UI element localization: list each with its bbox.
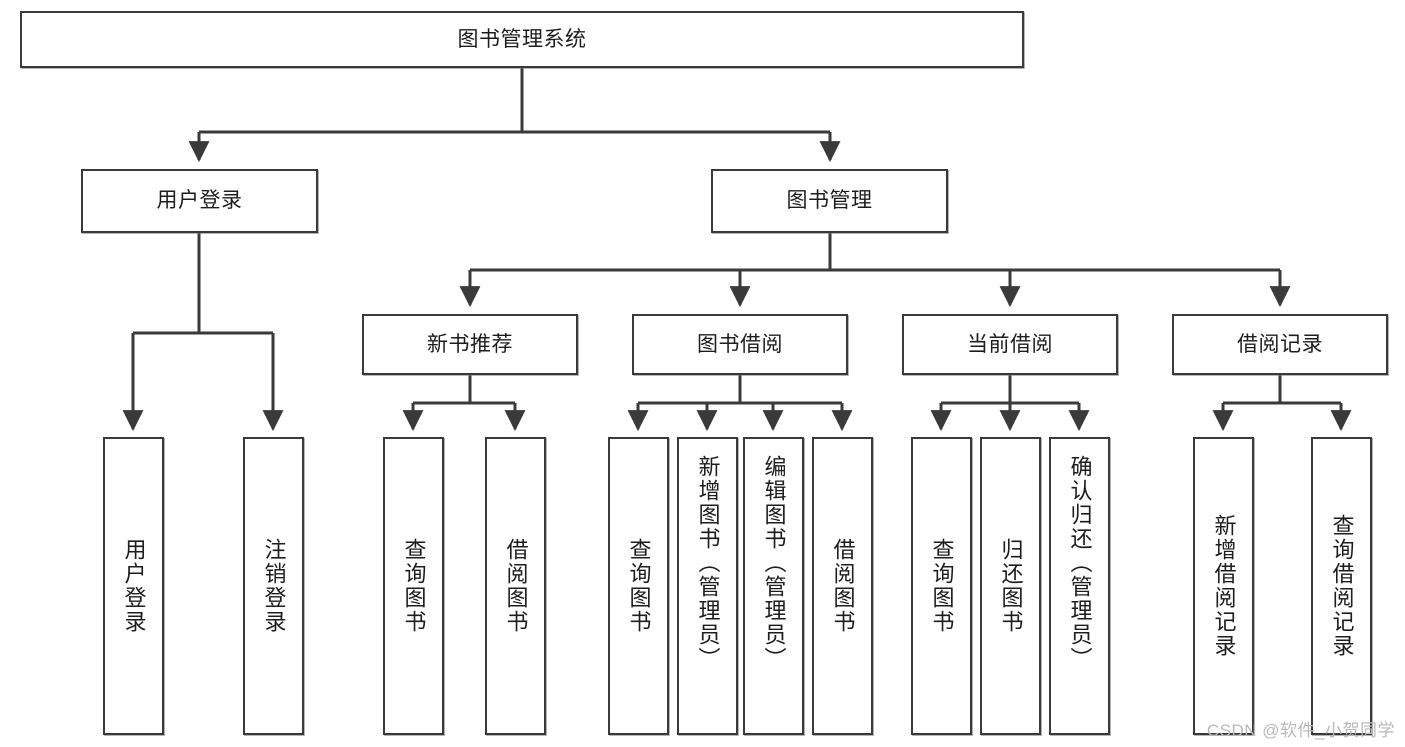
node-label: 查询图书 xyxy=(626,538,652,634)
node-label: 图书管理 xyxy=(786,189,873,213)
node-label: 借阅图书 xyxy=(503,538,529,634)
node-borrow-record[interactable]: 借阅记录 xyxy=(1172,314,1388,375)
leaf-current-borrow-query-books[interactable]: 查询图书 xyxy=(911,437,972,735)
node-label: 查询借阅记录 xyxy=(1329,514,1355,658)
node-user-login[interactable]: 用户登录 xyxy=(81,169,318,233)
node-label: 查询图书 xyxy=(929,538,955,634)
leaf-new-book-borrow-books[interactable]: 借阅图书 xyxy=(485,437,546,735)
node-label: 借阅记录 xyxy=(1237,332,1323,356)
leaf-book-borrow-add-book-admin[interactable]: 新增图书（管理员） xyxy=(677,437,738,735)
node-label: 用户登录 xyxy=(156,189,243,213)
leaf-current-borrow-return-books[interactable]: 归还图书 xyxy=(980,437,1041,735)
leaf-user-login-login[interactable]: 用户登录 xyxy=(103,437,164,735)
node-label: 注销登录 xyxy=(261,538,287,634)
leaf-book-borrow-borrow-books[interactable]: 借阅图书 xyxy=(812,437,873,735)
leaf-book-borrow-query-books[interactable]: 查询图书 xyxy=(608,437,669,735)
node-label: 编辑图书（管理员） xyxy=(761,455,787,671)
leaf-user-login-logout[interactable]: 注销登录 xyxy=(243,437,304,735)
node-label: 图书管理系统 xyxy=(457,27,587,51)
node-current-borrow[interactable]: 当前借阅 xyxy=(902,314,1118,375)
node-label: 归还图书 xyxy=(998,538,1024,634)
node-label: 图书借阅 xyxy=(697,332,783,356)
csdn-watermark: CSDN @软件_小贺同学 xyxy=(1206,721,1395,740)
node-root-book-management-system[interactable]: 图书管理系统 xyxy=(20,11,1024,68)
leaf-borrow-record-add-record[interactable]: 新增借阅记录 xyxy=(1193,437,1254,735)
node-book-borrow[interactable]: 图书借阅 xyxy=(632,314,848,375)
node-new-book-recommend[interactable]: 新书推荐 xyxy=(362,314,578,375)
node-label: 新增借阅记录 xyxy=(1211,514,1237,658)
node-label: 用户登录 xyxy=(121,538,147,634)
node-label: 新增图书（管理员） xyxy=(695,455,721,671)
node-label: 当前借阅 xyxy=(967,332,1053,356)
node-label: 新书推荐 xyxy=(427,332,513,356)
node-label: 借阅图书 xyxy=(830,538,856,634)
node-book-management[interactable]: 图书管理 xyxy=(711,169,948,233)
node-label: 查询图书 xyxy=(401,538,427,634)
leaf-book-borrow-edit-book-admin[interactable]: 编辑图书（管理员） xyxy=(743,437,804,735)
leaf-borrow-record-query-record[interactable]: 查询借阅记录 xyxy=(1311,437,1372,735)
node-label: 确认归还（管理员） xyxy=(1067,455,1093,671)
leaf-new-book-query-books[interactable]: 查询图书 xyxy=(383,437,444,735)
leaf-current-borrow-confirm-return-admin[interactable]: 确认归还（管理员） xyxy=(1049,437,1110,735)
